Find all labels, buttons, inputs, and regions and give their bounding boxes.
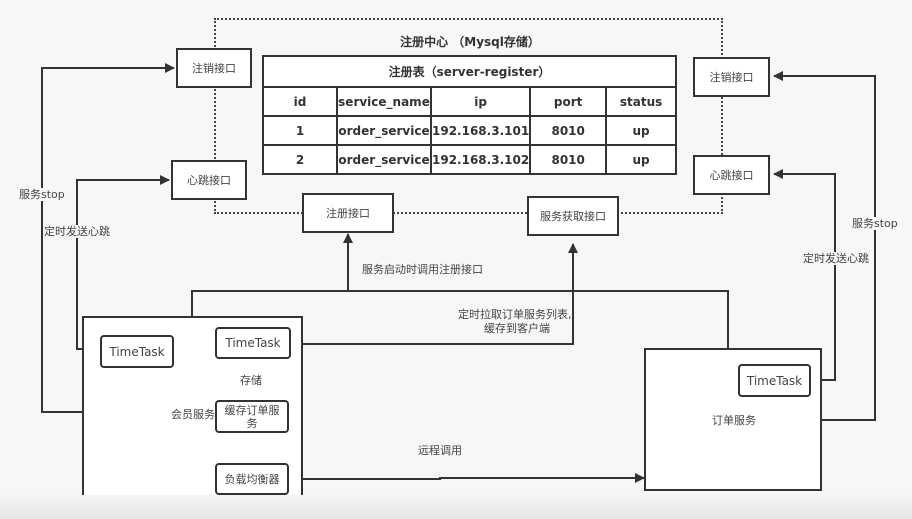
- left-heartbeat-label: 定时发送心跳: [44, 225, 110, 238]
- left-deregister-interface: 注销接口: [176, 48, 252, 88]
- cell-service-name: order_service: [336, 115, 432, 146]
- bottom-bar: [0, 495, 912, 519]
- table-row: 1 order_service 192.168.3.101 8010 up: [262, 115, 677, 146]
- register-on-start-label: 服务启动时调用注册接口: [362, 263, 483, 276]
- right-stop-label: 服务stop: [852, 217, 898, 230]
- store-label: 存储: [240, 374, 262, 387]
- left-stop-label: 服务stop: [19, 188, 65, 201]
- order-timetask: TimeTask: [738, 364, 811, 397]
- cell-id: 1: [262, 115, 338, 146]
- right-heartbeat-interface: 心跳接口: [693, 155, 770, 195]
- member-timetask-right: TimeTask: [215, 327, 291, 359]
- cell-port: 8010: [529, 144, 608, 175]
- table-row: 2 order_service 192.168.3.102 8010 up: [262, 144, 677, 175]
- cell-status: up: [605, 115, 677, 146]
- right-heartbeat-label: 定时发送心跳: [803, 252, 869, 265]
- edge-right-heartbeat: [773, 169, 836, 381]
- cell-service-name: order_service: [336, 144, 432, 175]
- register-interface: 注册接口: [302, 193, 394, 233]
- cell-id: 2: [262, 144, 338, 175]
- cell-ip: 192.168.3.102: [429, 144, 532, 175]
- registry-table: 注册表（server-register） id service_name ip …: [262, 55, 677, 175]
- load-balancer: 负载均衡器: [215, 463, 289, 495]
- right-deregister-interface: 注销接口: [693, 57, 770, 97]
- discovery-interface: 服务获取接口: [527, 196, 619, 236]
- pull-list-label-2: 缓存到客户端: [484, 322, 550, 335]
- registry-center: [214, 18, 723, 214]
- col-port: port: [529, 86, 608, 117]
- cell-port: 8010: [529, 115, 608, 146]
- edge-discovery: [290, 243, 578, 345]
- table-header-row: id service_name ip port status: [262, 86, 677, 117]
- col-ip: ip: [429, 86, 532, 117]
- col-service-name: service_name: [336, 86, 432, 117]
- col-status: status: [605, 86, 677, 117]
- table-caption: 注册表（server-register）: [262, 55, 677, 88]
- edge-right-stop: [773, 71, 876, 421]
- cell-status: up: [605, 144, 677, 175]
- order-service-label: 订单服务: [712, 414, 756, 427]
- member-timetask-left: TimeTask: [100, 335, 174, 368]
- edge-remote-call: [290, 473, 645, 483]
- edge-left-stop: [41, 63, 175, 413]
- col-id: id: [262, 86, 338, 117]
- cell-ip: 192.168.3.101: [429, 115, 532, 146]
- order-cache: 缓存订单服务: [215, 400, 289, 433]
- registry-title: 注册中心 （Mysql存储）: [400, 35, 540, 49]
- remote-call-label: 远程调用: [418, 444, 462, 457]
- pull-list-label-1: 定时拉取订单服务列表,: [458, 308, 572, 321]
- left-heartbeat-interface: 心跳接口: [171, 160, 247, 200]
- edge-register: [191, 290, 729, 349]
- member-service-label: 会员服务: [171, 408, 215, 421]
